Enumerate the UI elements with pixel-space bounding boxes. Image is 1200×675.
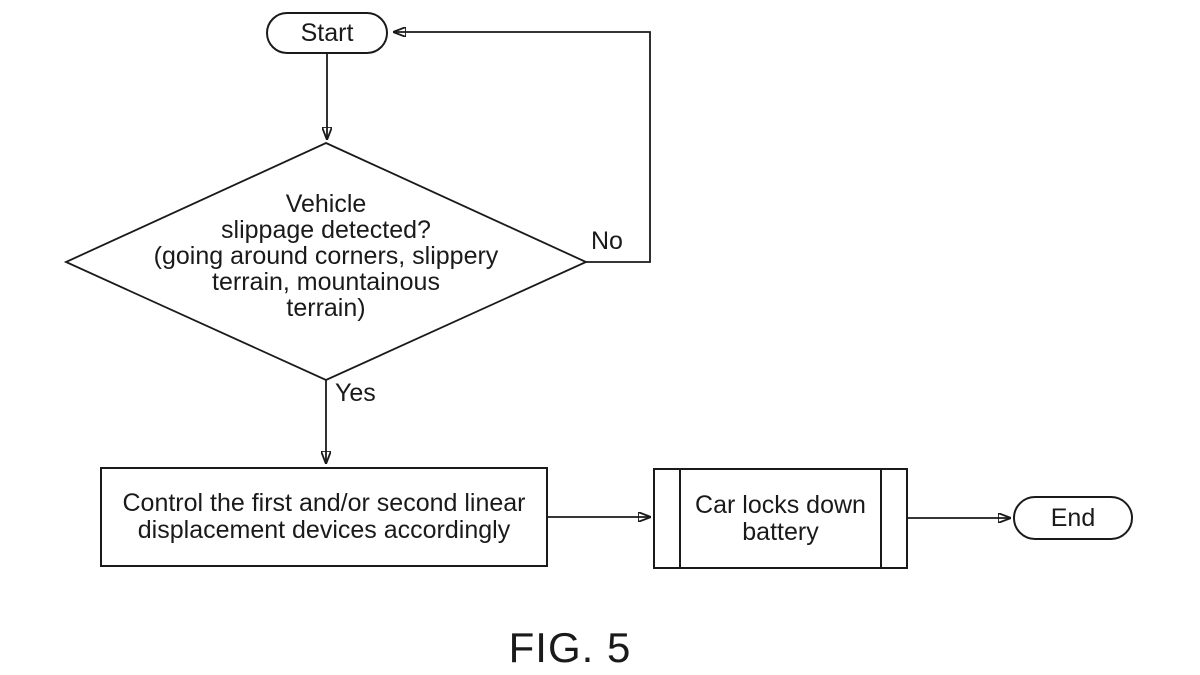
- decision-line-3: (going around corners, slippery: [153, 242, 499, 270]
- end-node: End: [1013, 496, 1133, 540]
- end-label: End: [1050, 503, 1096, 532]
- predefined-line-1: Car locks down: [695, 490, 866, 519]
- decision-line-1: Vehicle: [285, 190, 367, 218]
- connector-decision-no-loop: [394, 32, 651, 263]
- predefined-left-bar: [679, 469, 681, 568]
- decision-line-5: terrain): [286, 294, 366, 322]
- decision-label: Vehicle slippage detected? (going around…: [106, 191, 546, 321]
- process-line-2: displacement devices accordingly: [137, 516, 511, 544]
- start-label: Start: [300, 18, 354, 47]
- decision-line-2: slippage detected?: [221, 216, 431, 244]
- process-node: Control the first and/or second linear d…: [100, 467, 548, 567]
- predefined-process-node: Car locks down battery: [653, 468, 908, 569]
- decision-line-4: terrain, mountainous: [212, 268, 440, 296]
- figure-caption: FIG. 5: [508, 624, 632, 671]
- start-node: Start: [266, 12, 388, 54]
- predefined-right-bar: [880, 469, 882, 568]
- process-line-1: Control the first and/or second linear: [122, 489, 526, 517]
- predefined-line-2: battery: [742, 517, 819, 546]
- no-edge-label: No: [591, 227, 623, 255]
- predefined-process-label: Car locks down battery: [695, 490, 866, 546]
- yes-edge-label: Yes: [335, 379, 376, 407]
